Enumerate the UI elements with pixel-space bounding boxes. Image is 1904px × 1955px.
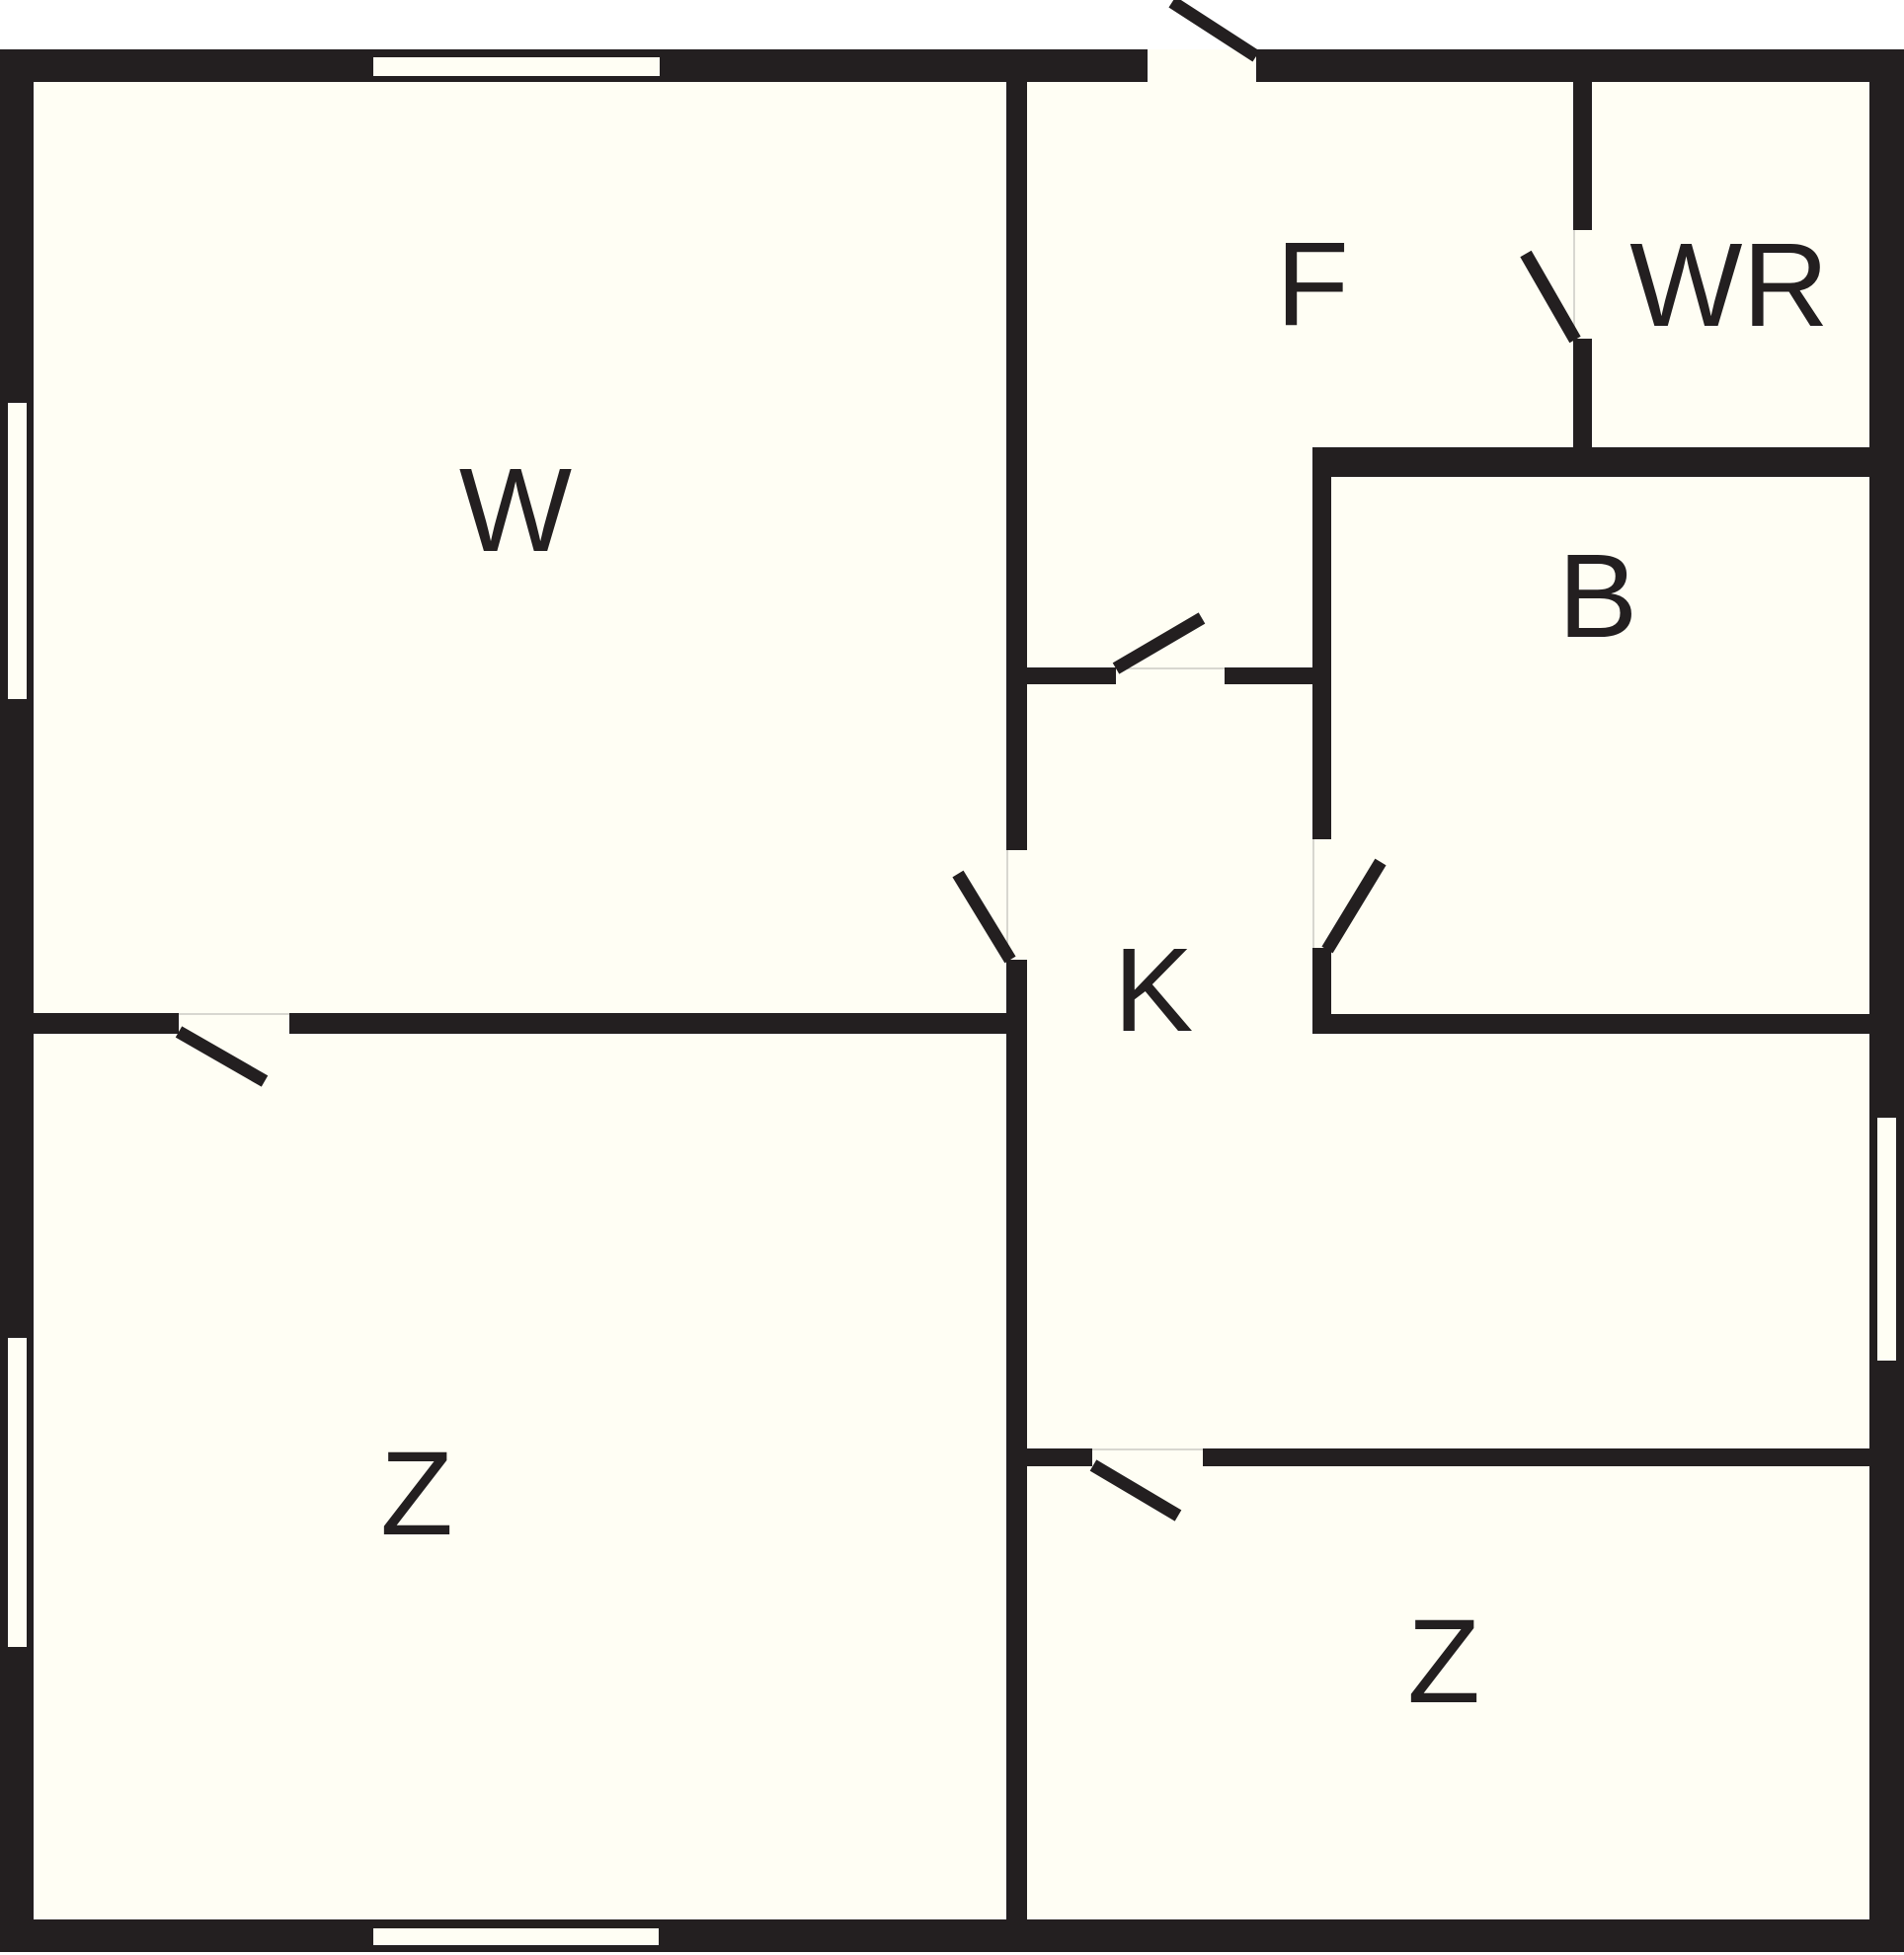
wr-wall-lower: [1573, 339, 1592, 447]
top-wall-window: [373, 57, 660, 76]
wr-wall-upper: [1573, 82, 1592, 230]
door-swings-group: [175, 0, 1581, 1522]
top-wall-right: [1256, 49, 1904, 82]
door-jambs-group: [179, 230, 1575, 1450]
entrance-door-swing: [1168, 0, 1260, 62]
left-wall-window-z: [8, 1338, 27, 1647]
wz-wall-right: [289, 1013, 1006, 1034]
room-label-f: F: [1276, 216, 1349, 351]
b-bottom-wall: [1331, 1014, 1869, 1034]
room-label-z2: Z: [1407, 1594, 1480, 1728]
floor-area: [0, 49, 1904, 1952]
b-door-swing: [1321, 858, 1387, 954]
w-door-swing: [952, 870, 1016, 964]
k-bottom-wall-left: [1027, 1448, 1092, 1466]
left-wall: [0, 49, 34, 1952]
hall-wall-upper: [1006, 82, 1027, 850]
k-bottom-wall-right: [1203, 1448, 1869, 1466]
room-label-z1: Z: [380, 1426, 453, 1560]
b-left-wall-lower: [1312, 948, 1331, 1034]
hall-wall-lower: [1006, 960, 1027, 1919]
wr-door-swing: [1520, 250, 1581, 344]
bottom-wall-window: [373, 1928, 659, 1945]
b-left-wall-upper: [1312, 477, 1331, 839]
wz-wall-left: [34, 1013, 179, 1034]
floor-group: [0, 49, 1904, 1952]
f-bottom-wall-left: [1027, 667, 1116, 684]
z2-door-swing: [1089, 1459, 1182, 1522]
room-label-b: B: [1558, 528, 1638, 663]
bottom-wall: [0, 1919, 1904, 1952]
room-labels-group: W F WR B K Z Z: [380, 216, 1829, 1728]
f-bottom-wall-right: [1225, 667, 1312, 684]
room-label-w: W: [459, 442, 572, 577]
f-door-swing: [1112, 612, 1206, 674]
room-label-k: K: [1114, 922, 1194, 1056]
windows-group: [8, 57, 1896, 1945]
right-wall: [1869, 49, 1904, 1952]
z1-door-swing: [175, 1026, 269, 1087]
left-wall-window-w: [8, 403, 27, 699]
walls-group: [0, 49, 1904, 1952]
b-top-wall: [1312, 447, 1869, 477]
room-label-wr: WR: [1629, 217, 1829, 352]
right-wall-window-k: [1877, 1118, 1896, 1361]
